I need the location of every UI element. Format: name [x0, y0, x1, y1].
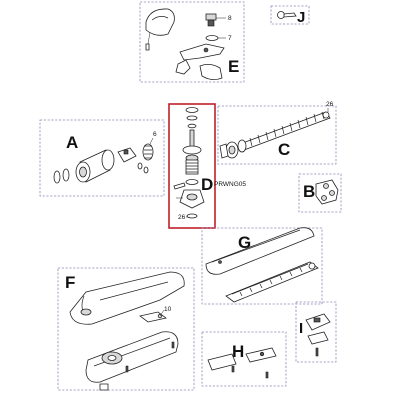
callout-6: 6 — [153, 131, 157, 138]
letter-h: H — [232, 342, 244, 361]
cable-gland — [99, 383, 109, 391]
group-g[interactable]: G — [201, 227, 323, 305]
callout-7: 7 — [228, 35, 232, 42]
small-washer-2 — [143, 166, 149, 174]
top-cover — [205, 227, 315, 275]
group-b-frame — [298, 173, 342, 213]
gear-shaft-stack — [179, 107, 205, 219]
letter-d: D — [201, 175, 213, 194]
letter-a: A — [66, 133, 78, 152]
letter-g: G — [238, 233, 251, 252]
limit-plate — [307, 331, 329, 345]
brush-holder — [117, 147, 137, 163]
letter-e: E — [228, 57, 239, 76]
letter-j: J — [297, 9, 305, 26]
letter-i: I — [299, 320, 303, 337]
base-housing — [85, 331, 179, 383]
group-j-frame — [270, 5, 310, 25]
limit-screw — [315, 347, 319, 357]
lever-bracket — [179, 43, 225, 61]
base-screw-2 — [171, 341, 175, 349]
release-key-blade — [283, 12, 297, 18]
group-e-frame — [139, 1, 245, 83]
group-j[interactable]: J — [270, 5, 310, 26]
group-b[interactable]: B — [298, 173, 342, 213]
fork-bracket — [315, 179, 339, 205]
group-h[interactable]: H — [201, 331, 287, 387]
group-a[interactable]: A 6 — [39, 119, 165, 197]
callout-10: 10 — [164, 306, 172, 313]
housing-cover — [69, 271, 185, 325]
letter-f: F — [65, 273, 75, 292]
release-key-ring — [277, 11, 285, 19]
group-g-frame — [201, 227, 323, 305]
plate-screw — [231, 365, 235, 373]
group-e[interactable]: 8 7 E — [139, 1, 245, 83]
release-lever — [175, 59, 191, 75]
group-a-frame — [39, 119, 165, 197]
nut-carriage — [219, 139, 247, 159]
mounting-plate-1 — [207, 353, 237, 371]
group-h-frame — [201, 331, 287, 387]
callout-26-c: 26 — [326, 101, 334, 108]
link-arm — [139, 309, 167, 323]
o-ring-1 — [53, 170, 61, 184]
bottom-rail — [225, 261, 319, 303]
group-d-frame — [168, 103, 216, 229]
group-c-frame — [217, 105, 337, 165]
pinion-gear — [142, 137, 154, 161]
base-screw-1 — [125, 365, 129, 373]
cover-part — [145, 8, 175, 36]
plate-screw-2 — [265, 371, 269, 379]
group-f[interactable]: F 10 — [57, 267, 195, 391]
letter-c: C — [278, 140, 290, 159]
spring-part — [205, 13, 226, 27]
pin-part — [173, 182, 186, 190]
group-i[interactable]: I — [295, 301, 337, 363]
callout-26-d: 26 — [178, 214, 186, 221]
group-c[interactable]: 26 C — [217, 101, 337, 165]
callout-8: 8 — [228, 15, 232, 22]
motor-part — [75, 149, 115, 183]
screw-part — [145, 43, 150, 51]
key-handle — [199, 64, 223, 80]
letter-b: B — [303, 182, 315, 201]
washer-part — [205, 35, 219, 41]
o-ring-2 — [62, 168, 70, 182]
part-code: PRWNG05 — [214, 181, 246, 188]
small-washer — [137, 162, 143, 170]
group-i-frame — [295, 301, 337, 363]
group-d[interactable]: D PRWNG05 26 — [168, 103, 246, 229]
